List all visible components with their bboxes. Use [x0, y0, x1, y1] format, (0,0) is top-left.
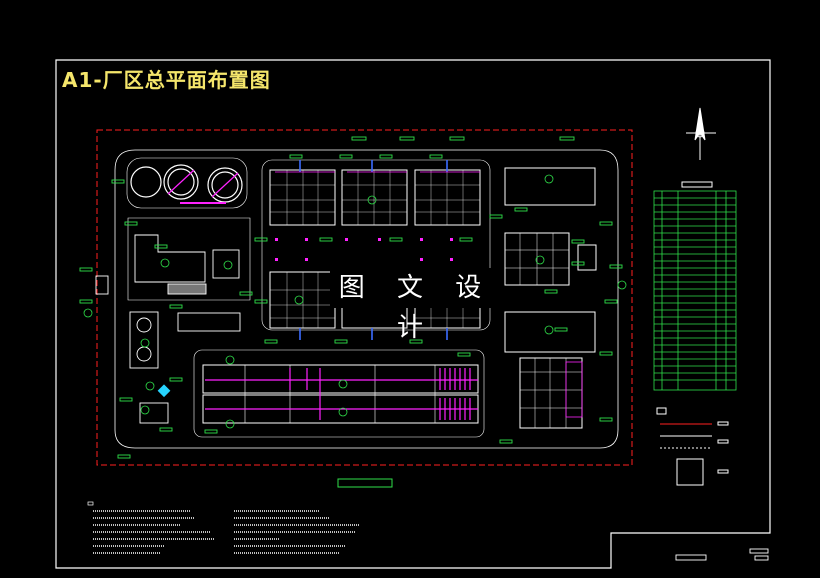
drawing-frame [55, 59, 771, 569]
plan-callouts [79, 136, 623, 459]
circular-tanks [126, 157, 248, 209]
drawing-title: A1-厂区总平面布置图 [62, 68, 271, 92]
notes-block-left [87, 501, 215, 554]
title-block-marks [675, 548, 769, 561]
legend-table [653, 190, 737, 391]
basin-markers [275, 238, 453, 261]
watermark-text: 图 文 设 计 [330, 268, 502, 343]
legend-header [681, 181, 713, 188]
inner-road [127, 217, 251, 301]
long-tank-pipes [205, 368, 478, 420]
callout-numbers [83, 174, 627, 429]
site-boundary [96, 129, 633, 466]
left-buildings [95, 234, 241, 424]
long-tanks [193, 349, 485, 438]
scale-bar [337, 478, 393, 488]
north-arrow-icon [686, 107, 716, 160]
notes-block-right [234, 510, 360, 554]
ring-road [114, 149, 619, 449]
pump-marker [157, 384, 171, 398]
right-structures [504, 167, 597, 429]
line-legend [656, 407, 729, 486]
basin-pipes [275, 160, 480, 340]
